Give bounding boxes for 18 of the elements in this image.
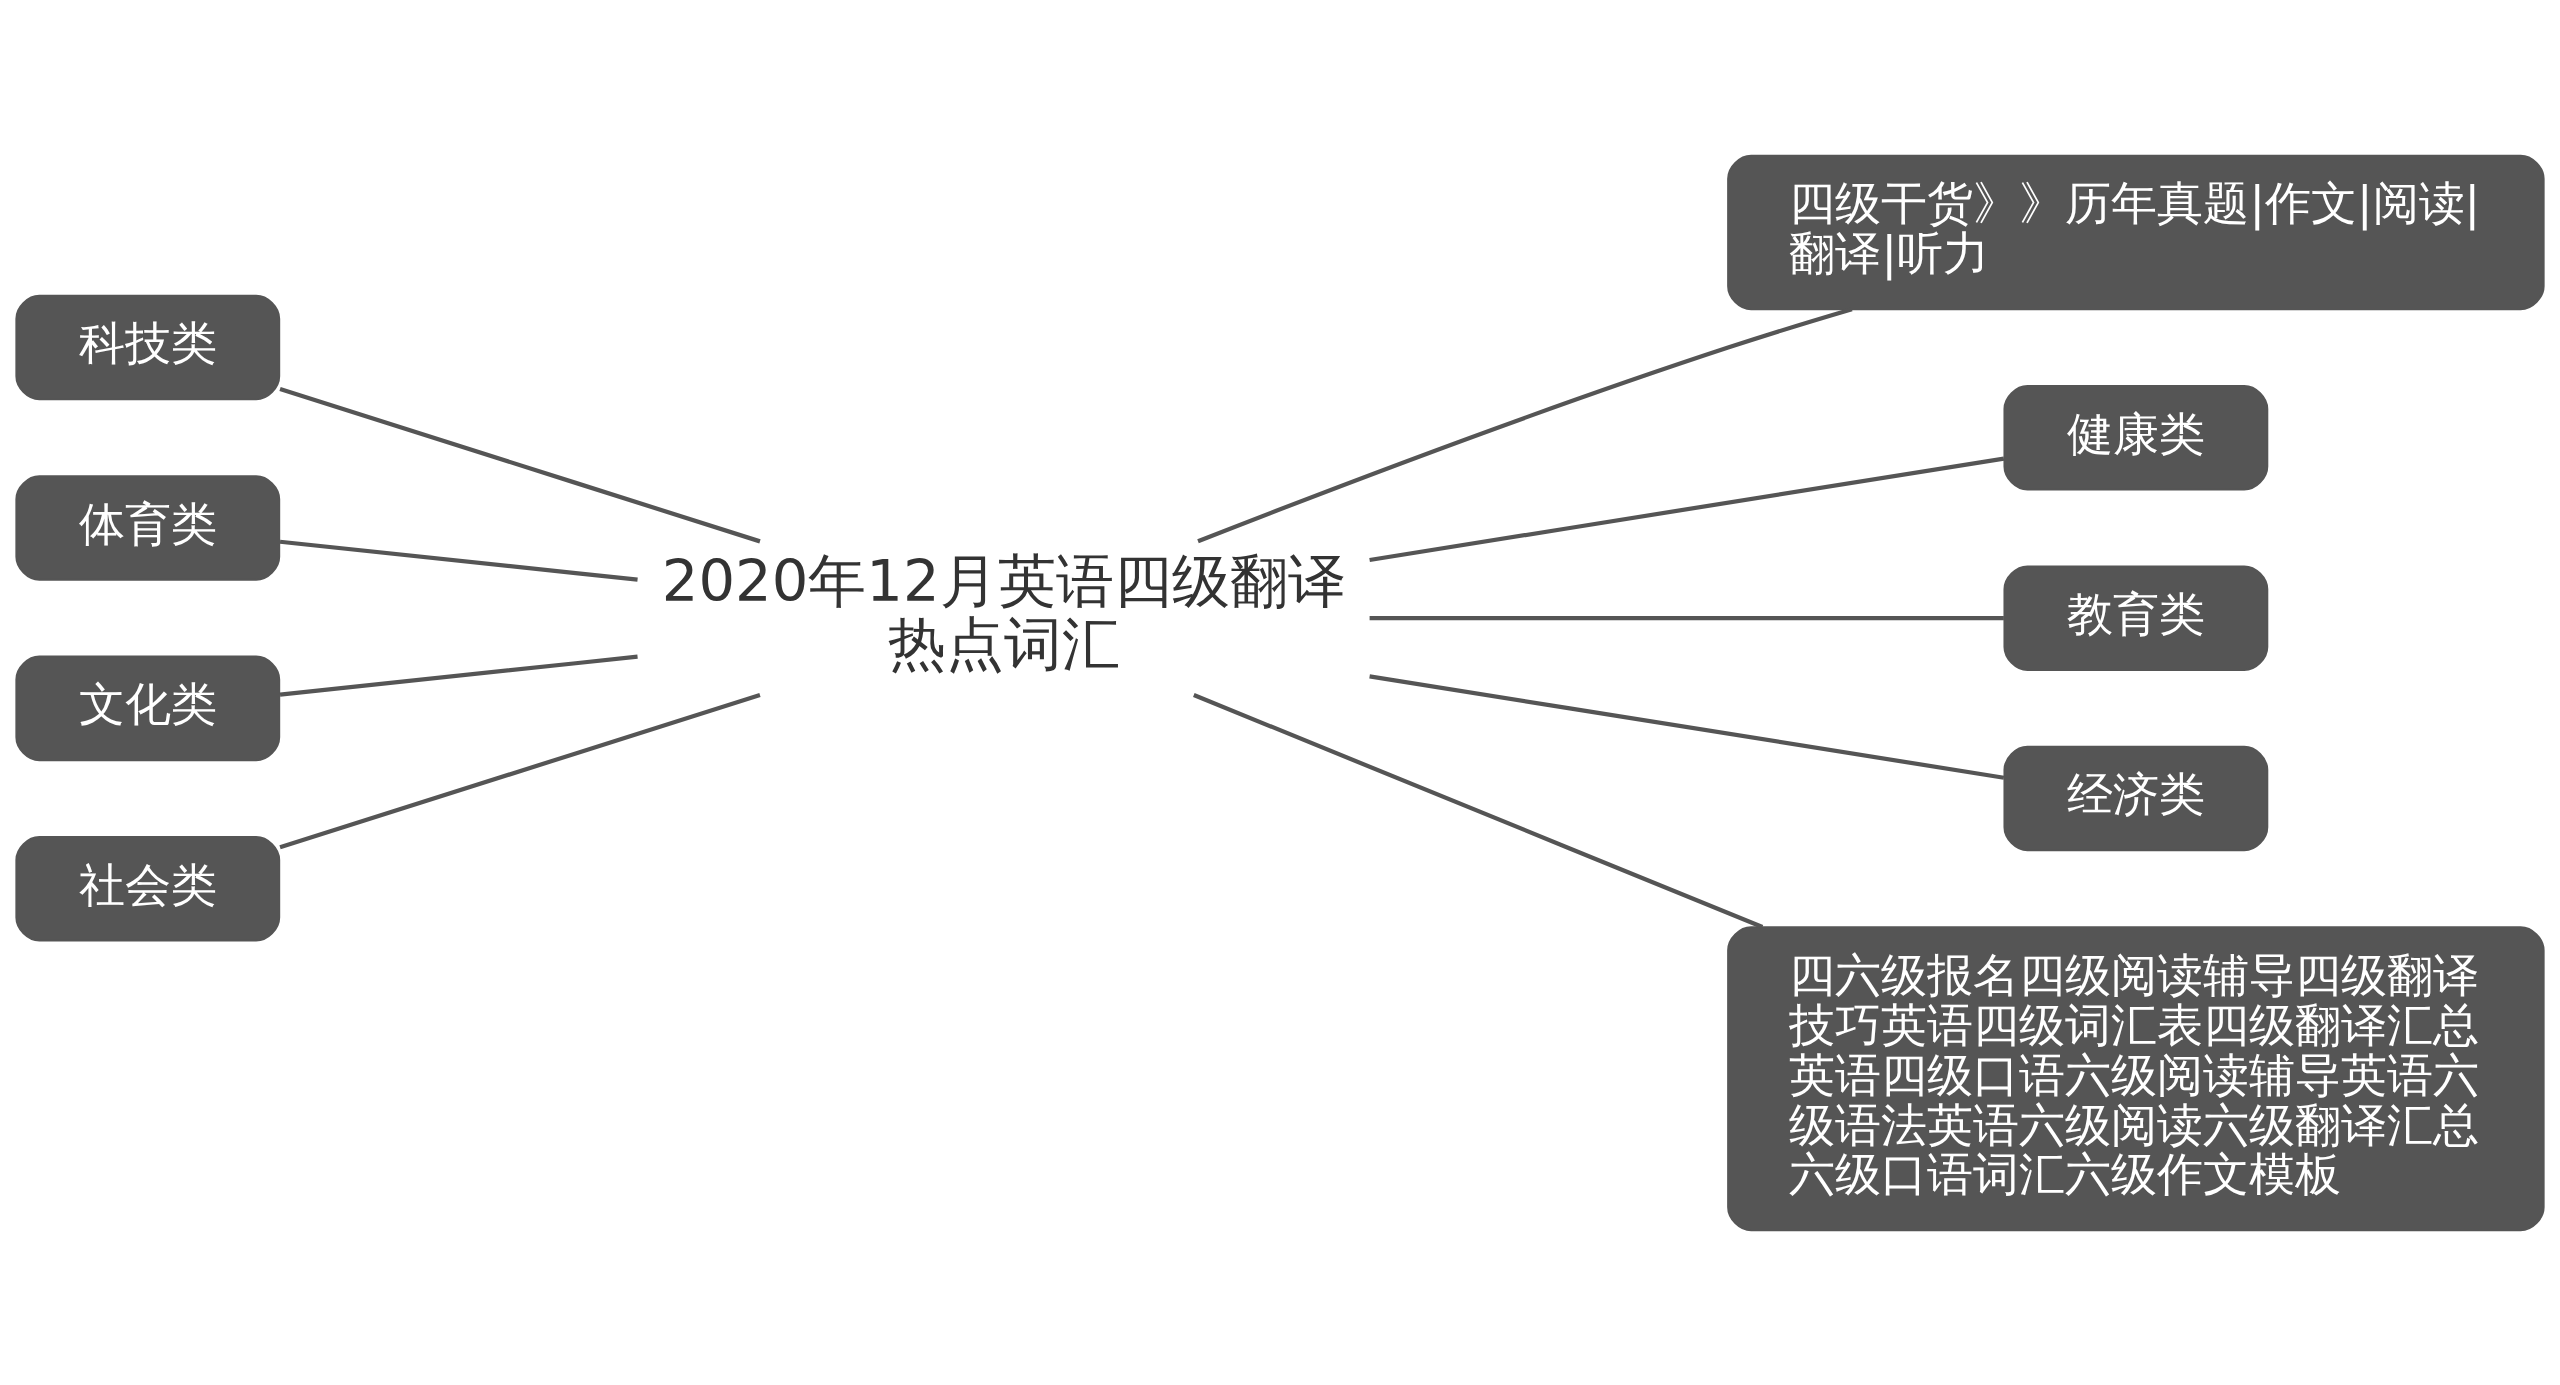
node-box: 科技类 <box>15 294 281 400</box>
node-box: 四级干货》》历年真题|作文|阅读|翻译|听力 <box>1727 154 2545 310</box>
connector <box>1369 615 2004 620</box>
connector <box>279 539 638 582</box>
connector <box>279 654 638 697</box>
node-box: 四六级报名四级阅读辅导四级翻译技巧英语四级词汇表四级翻译汇总英语四级口语六级阅读辅导英语六级语法英语六级阅读六级翻译汇总六级口语词汇六级作文模板 <box>1727 925 2545 1231</box>
node-box: 社会类 <box>15 835 281 941</box>
connector <box>1193 692 1764 929</box>
node-box: 经济类 <box>2003 745 2269 851</box>
connector <box>279 692 761 849</box>
node-box: 文化类 <box>15 655 281 761</box>
node-box: 体育类 <box>15 474 281 581</box>
connector <box>279 386 761 543</box>
node-box: 教育类 <box>2003 564 2269 671</box>
node-box: 健康类 <box>2003 384 2269 491</box>
node-text: 2020年12月英语四级翻译热点词汇 <box>661 547 1346 678</box>
connector <box>1369 673 2005 780</box>
connector <box>1369 456 2005 562</box>
